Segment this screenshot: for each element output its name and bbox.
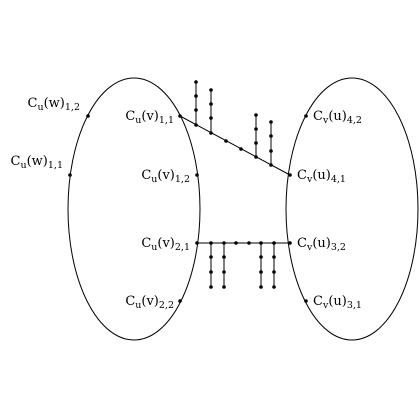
vertex-cv-u-42 <box>304 114 308 118</box>
vertex <box>209 116 213 120</box>
label-cu-w-12: Cu(w)1,2 <box>28 96 80 113</box>
vertex <box>254 127 258 131</box>
label-cu-w-11: Cu(w)1,1 <box>11 154 63 171</box>
vertex <box>254 113 258 117</box>
vertex-cu-v-11 <box>178 114 182 118</box>
vertex <box>222 255 226 259</box>
vertex <box>259 241 263 245</box>
vertex-cu-v-12 <box>195 173 199 177</box>
right-cycle-oval <box>285 77 419 341</box>
label-cu-v-11: Cu(v)1,1 <box>125 109 174 126</box>
vertex <box>269 149 273 153</box>
label-cv-u-41: Cv(u)4,1 <box>297 168 346 185</box>
vertex <box>194 80 198 84</box>
vertex <box>222 285 226 289</box>
vertex <box>254 141 258 145</box>
label-cu-v-22: Cu(v)2,2 <box>125 294 174 311</box>
vertex <box>194 108 198 112</box>
vertex-cv-u-41 <box>288 173 292 177</box>
vertex <box>209 102 213 106</box>
left-cycle-oval <box>67 77 201 341</box>
vertex <box>224 139 228 143</box>
vertex <box>269 120 273 124</box>
label-cv-u-32: Cv(u)3,2 <box>297 236 346 253</box>
vertex <box>234 241 238 245</box>
vertex <box>209 255 213 259</box>
vertex <box>209 88 213 92</box>
label-cu-v-21: Cu(v)2,1 <box>141 236 190 253</box>
vertex <box>209 270 213 274</box>
vertex <box>194 94 198 98</box>
vertex <box>239 147 243 151</box>
vertex-cu-v-21 <box>195 241 199 245</box>
vertex <box>209 285 213 289</box>
vertex <box>194 123 198 127</box>
vertex <box>254 155 258 159</box>
vertex <box>259 285 263 289</box>
label-cv-u-42: Cv(u)4,2 <box>313 109 362 126</box>
vertex <box>247 241 251 245</box>
vertex <box>272 255 276 259</box>
vertex <box>272 270 276 274</box>
vertex-cu-w-12 <box>86 114 90 118</box>
vertex <box>259 255 263 259</box>
vertex <box>272 285 276 289</box>
vertex <box>222 270 226 274</box>
vertex <box>272 241 276 245</box>
vertex <box>269 134 273 138</box>
vertex-cu-v-22 <box>178 299 182 303</box>
vertices <box>68 80 308 303</box>
vertex <box>209 131 213 135</box>
vertex <box>209 241 213 245</box>
label-cv-u-31: Cv(u)3,1 <box>313 294 362 311</box>
vertex-cv-u-32 <box>288 241 292 245</box>
vertex <box>259 270 263 274</box>
vertex <box>222 241 226 245</box>
label-cu-v-12: Cu(v)1,2 <box>141 168 190 185</box>
vertex-cu-w-11 <box>68 173 72 177</box>
vertex <box>269 163 273 167</box>
vertex-cv-u-31 <box>304 299 308 303</box>
